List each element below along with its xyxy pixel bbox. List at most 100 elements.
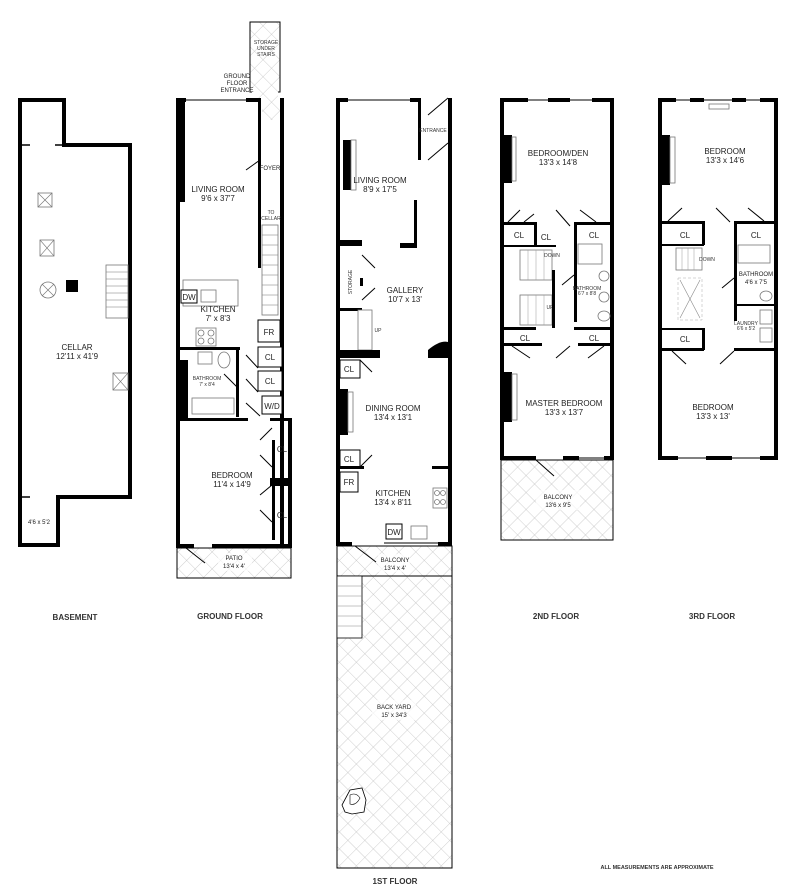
room-dims-master-bedroom: 13'3 x 13'7 (545, 408, 584, 417)
closet-label: CL (589, 334, 600, 343)
foyer-door[interactable] (245, 159, 261, 171)
entrance-label: ENTRANCE (220, 88, 253, 94)
room-dims-balcony: 13'6 x 9'5 (545, 503, 571, 509)
room-dims-alcove: 4'6 x 5'2 (28, 520, 51, 526)
floor-title-first: 1ST FLOOR (373, 877, 418, 886)
stairs-down[interactable]: DOWN (519, 249, 560, 281)
fireplace (504, 372, 512, 422)
balcony-door[interactable] (354, 545, 377, 563)
room-name-master-bedroom: MASTER BEDROOM (526, 399, 603, 408)
balcony-door[interactable] (535, 459, 555, 477)
room-dims-bathroom: 6'7 x 8'8 (578, 291, 597, 297)
closet[interactable]: CL (245, 346, 283, 369)
closet[interactable]: CL (339, 449, 373, 468)
room-dims-bedroom-den: 13'3 x 14'8 (539, 158, 578, 167)
closet-label: CL (265, 377, 276, 386)
stairs-to-cellar[interactable] (261, 224, 279, 316)
yard-stairs[interactable] (336, 575, 363, 639)
room-dims-dining-room: 13'4 x 13'1 (374, 413, 413, 422)
entrance-label: GROUND (224, 74, 251, 80)
to-cellar-label: TO (268, 210, 275, 216)
sink-icon (598, 291, 610, 303)
closet-label: CL (514, 231, 525, 240)
to-cellar-label: CELLAR (261, 216, 281, 222)
second-floor-plan: BEDROOM/DEN 13'3 x 14'8 CL CL CL DOWN UP (500, 98, 614, 621)
room-dims-kitchen: 7' x 8'3 (206, 314, 231, 323)
closet-label: CL (680, 335, 691, 344)
room-name-kitchen: KITCHEN (375, 489, 410, 498)
disclaimer: ALL MEASUREMENTS ARE APPROXIMATE (600, 865, 713, 871)
dw-label: DW (182, 293, 196, 302)
closet-label: CL (265, 353, 276, 362)
room-dims-patio: 13'4 x 4' (223, 564, 245, 570)
room-name-bedroom-rear: BEDROOM (692, 403, 734, 412)
refrigerator (339, 471, 359, 493)
room-name-dining-room: DINING ROOM (365, 404, 420, 413)
room-name-balcony: BALCONY (381, 558, 410, 564)
closet[interactable]: CL (339, 359, 373, 379)
room-name-bedroom: BEDROOM (704, 147, 746, 156)
storage-label: UNDER (257, 46, 275, 52)
sink-icon (200, 289, 217, 303)
basement-plan: CELLAR 12'11 x 41'9 4'6 x 5'2 BASEMENT (18, 98, 132, 622)
patio-door[interactable] (185, 547, 206, 564)
room-name-patio: PATIO (225, 556, 242, 562)
stairs-up[interactable]: UP (519, 294, 555, 326)
room-name-bathroom: BATHROOM (573, 286, 602, 292)
third-floor-plan: BEDROOM 13'3 x 14'6 CL CL DOWN BATHROOM … (658, 98, 778, 621)
stair-label-up: UP (547, 305, 555, 311)
closet-label: CL (344, 455, 355, 464)
open-to-below (677, 277, 703, 321)
sink-icon (598, 270, 610, 282)
fireplace (504, 135, 512, 183)
floor-title-third: 3RD FLOOR (689, 612, 735, 621)
room-dims-laundry: 6'6 x 5'2 (737, 326, 756, 332)
fireplace (340, 389, 348, 435)
vent-icon (39, 239, 55, 257)
ground-floor-plan: STORAGE UNDER STAIRS GROUND FLOOR ENTRAN… (176, 21, 292, 621)
closet-label: CL (589, 231, 600, 240)
fireplace (343, 140, 351, 190)
closet-label: CL (520, 334, 531, 343)
dishwasher (180, 289, 198, 304)
stairs-up[interactable]: UP (357, 309, 382, 351)
stairs (105, 264, 129, 319)
closet-label: CL (541, 233, 552, 242)
sink-icon (410, 525, 428, 540)
room-dims-bathroom: 4'6 x 7'5 (745, 280, 768, 286)
skylight-icon (708, 103, 730, 110)
room-name-bedroom: BEDROOM (211, 471, 253, 480)
floor-title-basement: BASEMENT (53, 613, 98, 622)
washer-dryer[interactable]: W/D (245, 395, 283, 417)
entrance-door[interactable] (427, 97, 449, 116)
closet[interactable]: CL (245, 370, 283, 393)
room-dims-bedroom: 11'4 x 14'9 (213, 480, 251, 489)
room-name-storage: STORAGE (348, 269, 354, 294)
basement-outline (18, 98, 132, 547)
floor-title-second: 2ND FLOOR (533, 612, 579, 621)
refrigerator (257, 319, 281, 343)
room-name-bathroom: BATHROOM (193, 376, 222, 382)
storage-label: STAIRS (257, 52, 275, 58)
dw-label: DW (387, 528, 401, 537)
closet-label: CL (344, 365, 355, 374)
storage-label: STORAGE (254, 40, 279, 46)
first-floor-plan: ENTRANCE LIVING ROOM 8'9 x 17'5 STORAGE … (336, 97, 453, 886)
room-dims-balcony: 13'4 x 4' (384, 566, 406, 572)
fireplace (662, 135, 670, 185)
room-name-living-room: LIVING ROOM (191, 185, 245, 194)
sink-icon (759, 309, 773, 325)
room-name-entrance: ENTRANCE (419, 128, 447, 134)
room-dims-bedroom: 13'3 x 14'6 (706, 156, 745, 165)
room-name-bedroom-den: BEDROOM/DEN (528, 149, 589, 158)
stairs-down[interactable]: DOWN (675, 247, 715, 271)
washer-icon (759, 327, 773, 343)
entrance-label: FLOOR (227, 81, 248, 87)
bathtub-icon (191, 397, 235, 415)
room-dims-living-room: 8'9 x 17'5 (363, 185, 397, 194)
shower-icon (577, 243, 603, 265)
fireplace-wall (176, 102, 185, 202)
floor-title-ground: GROUND FLOOR (197, 612, 263, 621)
stair-label-down: DOWN (699, 257, 715, 263)
